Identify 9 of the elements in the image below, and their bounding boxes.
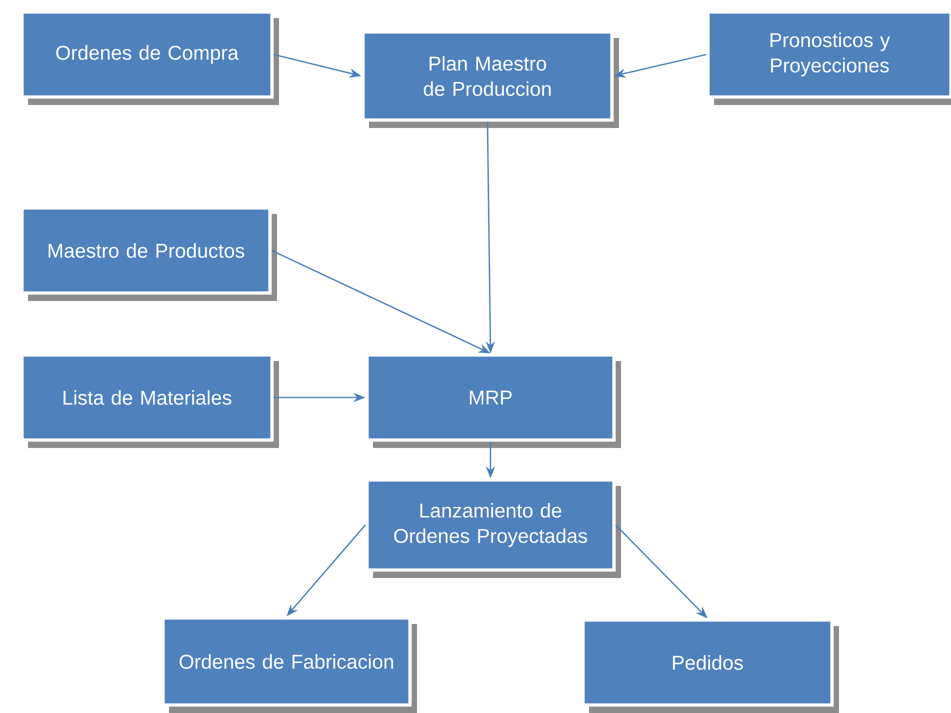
process-box: Lanzamiento de Ordenes Proyectadas <box>365 478 621 578</box>
process-box: Plan Maestro de Produccion <box>361 30 619 128</box>
process-box: Pedidos <box>581 618 839 713</box>
process-box: Pronosticos y Proyecciones <box>706 10 951 105</box>
process-box: Ordenes de Compra <box>20 10 279 105</box>
process-box: Ordenes de Fabricacion <box>161 616 417 713</box>
process-box: MRP <box>365 353 621 448</box>
process-box: Lista de Materiales <box>20 353 279 448</box>
process-box: Maestro de Productos <box>20 206 277 301</box>
